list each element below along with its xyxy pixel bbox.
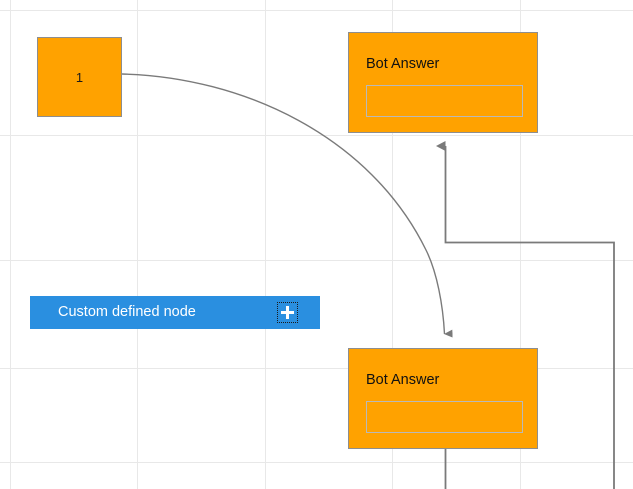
grid-line-horizontal xyxy=(0,260,633,261)
custom-defined-node-bar[interactable]: Custom defined node xyxy=(30,296,320,329)
plus-glyph xyxy=(281,306,294,319)
custom-defined-node-label: Custom defined node xyxy=(58,304,196,321)
node-bot-answer-top-title: Bot Answer xyxy=(366,56,440,72)
grid-line-vertical xyxy=(137,0,138,489)
grid-line-vertical xyxy=(265,0,266,489)
grid-line-horizontal xyxy=(0,10,633,11)
node-bot-answer-top[interactable]: Bot Answer xyxy=(348,32,538,133)
grid-line-vertical xyxy=(10,0,11,489)
node-bot-answer-top-slot[interactable] xyxy=(366,85,523,117)
node-bot-answer-bottom-title: Bot Answer xyxy=(366,372,440,388)
grid-line-horizontal xyxy=(0,462,633,463)
node-bot-answer-bottom[interactable]: Bot Answer xyxy=(348,348,538,449)
plus-icon[interactable] xyxy=(277,302,298,323)
grid-line-horizontal xyxy=(0,135,633,136)
node-start-label: 1 xyxy=(75,69,84,85)
node-start[interactable]: 1 xyxy=(37,37,122,117)
grid-line-horizontal xyxy=(0,368,633,369)
node-bot-answer-bottom-slot[interactable] xyxy=(366,401,523,433)
